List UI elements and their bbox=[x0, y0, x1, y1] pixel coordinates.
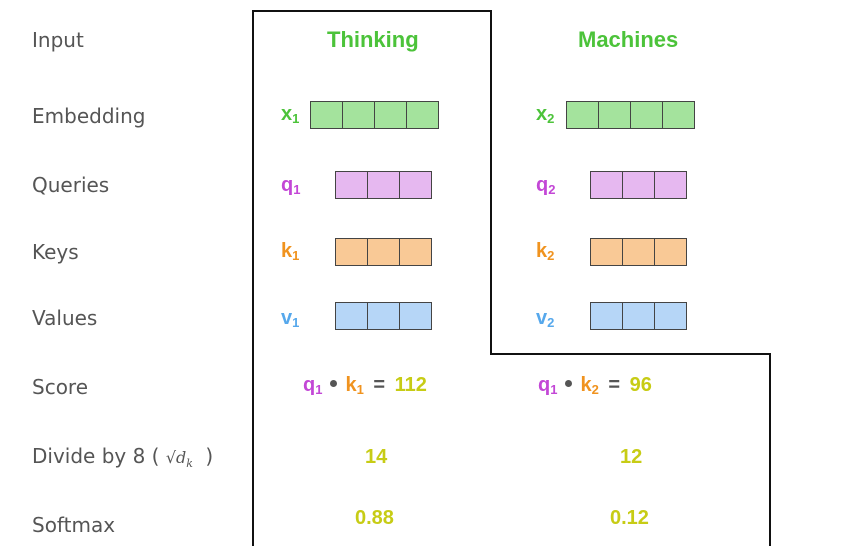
vector-cell bbox=[655, 239, 687, 266]
score-k-term: k2 bbox=[580, 374, 599, 397]
q1-letter: q bbox=[281, 174, 294, 196]
divided-score-thinking: 14 bbox=[365, 446, 388, 468]
score-k-letter: k bbox=[345, 374, 357, 396]
row-label-queries: Queries bbox=[32, 173, 110, 197]
vector-cell bbox=[343, 102, 375, 129]
embedding-x2-vector bbox=[566, 101, 695, 129]
x2-letter: x bbox=[536, 103, 548, 125]
softmax-machines: 0.12 bbox=[610, 507, 649, 529]
score-k-subscript: 2 bbox=[591, 382, 599, 397]
q2-subscript: 2 bbox=[548, 182, 556, 197]
score-value: 112 bbox=[394, 374, 427, 396]
score-value: 96 bbox=[629, 374, 652, 396]
score-equation-machines: q1 k2 = 96 bbox=[538, 374, 652, 397]
score-k-subscript: 1 bbox=[356, 382, 364, 397]
k1-letter: k bbox=[281, 240, 293, 262]
divide-prefix: Divide by 8 ( bbox=[32, 444, 160, 468]
equals-sign: = bbox=[608, 374, 621, 396]
score-q-term: q1 bbox=[303, 374, 323, 397]
dot-product-symbol bbox=[330, 380, 338, 387]
softmax-thinking: 0.88 bbox=[355, 507, 394, 529]
k2-subscript: 2 bbox=[547, 248, 555, 263]
score-q-term: q1 bbox=[538, 374, 558, 397]
key-k1-label: k1 bbox=[281, 240, 299, 263]
value-v2-label: v2 bbox=[536, 307, 554, 330]
value-v2-vector bbox=[590, 302, 687, 330]
score-k-letter: k bbox=[580, 374, 592, 396]
divided-score-machines: 12 bbox=[620, 446, 643, 468]
vector-cell bbox=[336, 239, 368, 266]
vector-cell bbox=[400, 172, 432, 199]
vector-cell bbox=[631, 102, 663, 129]
vector-cell bbox=[311, 102, 343, 129]
vector-cell bbox=[567, 102, 599, 129]
query-q1-vector bbox=[335, 171, 432, 199]
q2-letter: q bbox=[536, 174, 549, 196]
x1-subscript: 1 bbox=[292, 111, 300, 126]
vector-cell bbox=[368, 172, 400, 199]
key-k2-label: k2 bbox=[536, 240, 554, 263]
row-label-divide: Divide by 8 ( √dk ) bbox=[32, 444, 213, 470]
row-label-score: Score bbox=[32, 375, 89, 399]
k2-letter: k bbox=[536, 240, 548, 262]
q1-subscript: 1 bbox=[293, 182, 301, 197]
score-q-letter: q bbox=[538, 374, 551, 396]
query-q2-label: q2 bbox=[536, 174, 555, 197]
x1-letter: x bbox=[281, 103, 293, 125]
query-q1-label: q1 bbox=[281, 174, 300, 197]
vector-cell bbox=[623, 172, 655, 199]
vector-cell bbox=[623, 239, 655, 266]
value-v1-vector bbox=[335, 302, 432, 330]
row-label-keys: Keys bbox=[32, 240, 79, 264]
vector-cell bbox=[599, 102, 631, 129]
key-k2-vector bbox=[590, 238, 687, 266]
query-q2-vector bbox=[590, 171, 687, 199]
sqrt-symbol: √d bbox=[165, 448, 187, 467]
vector-cell bbox=[368, 239, 400, 266]
vector-cell bbox=[663, 102, 695, 129]
vector-cell bbox=[336, 172, 368, 199]
row-label-softmax: Softmax bbox=[32, 513, 116, 537]
vector-cell bbox=[655, 303, 687, 330]
value-v1-label: v1 bbox=[281, 307, 299, 330]
v2-letter: v bbox=[536, 307, 548, 329]
v1-letter: v bbox=[281, 307, 293, 329]
vector-cell bbox=[400, 239, 432, 266]
key-k1-vector bbox=[335, 238, 432, 266]
vector-cell bbox=[336, 303, 368, 330]
vector-cell bbox=[623, 303, 655, 330]
dot-product-symbol bbox=[565, 380, 573, 387]
score-q-subscript: 1 bbox=[315, 382, 323, 397]
embedding-x2-label: x2 bbox=[536, 103, 554, 126]
divide-suffix: ) bbox=[205, 444, 214, 468]
vector-cell bbox=[591, 239, 623, 266]
score-k-term: k1 bbox=[345, 374, 364, 397]
equals-sign: = bbox=[373, 374, 386, 396]
vector-cell bbox=[400, 303, 432, 330]
row-label-values: Values bbox=[32, 306, 98, 330]
v2-subscript: 2 bbox=[547, 315, 555, 330]
x2-subscript: 2 bbox=[547, 111, 555, 126]
score-q-subscript: 1 bbox=[550, 382, 558, 397]
column-header-machines: Machines bbox=[578, 27, 679, 52]
k1-subscript: 1 bbox=[292, 248, 300, 263]
v1-subscript: 1 bbox=[292, 315, 300, 330]
vector-cell bbox=[407, 102, 439, 129]
column-header-thinking: Thinking bbox=[327, 27, 419, 52]
vector-cell bbox=[375, 102, 407, 129]
vector-cell bbox=[368, 303, 400, 330]
row-label-input: Input bbox=[32, 28, 84, 52]
vector-cell bbox=[591, 303, 623, 330]
sqrt-subscript: k bbox=[186, 457, 193, 471]
embedding-x1-vector bbox=[310, 101, 439, 129]
score-q-letter: q bbox=[303, 374, 316, 396]
vector-cell bbox=[591, 172, 623, 199]
vector-cell bbox=[655, 172, 687, 199]
embedding-x1-label: x1 bbox=[281, 103, 299, 126]
sqrt-dk-symbol: √dk bbox=[165, 448, 193, 471]
row-label-embedding: Embedding bbox=[32, 104, 146, 128]
